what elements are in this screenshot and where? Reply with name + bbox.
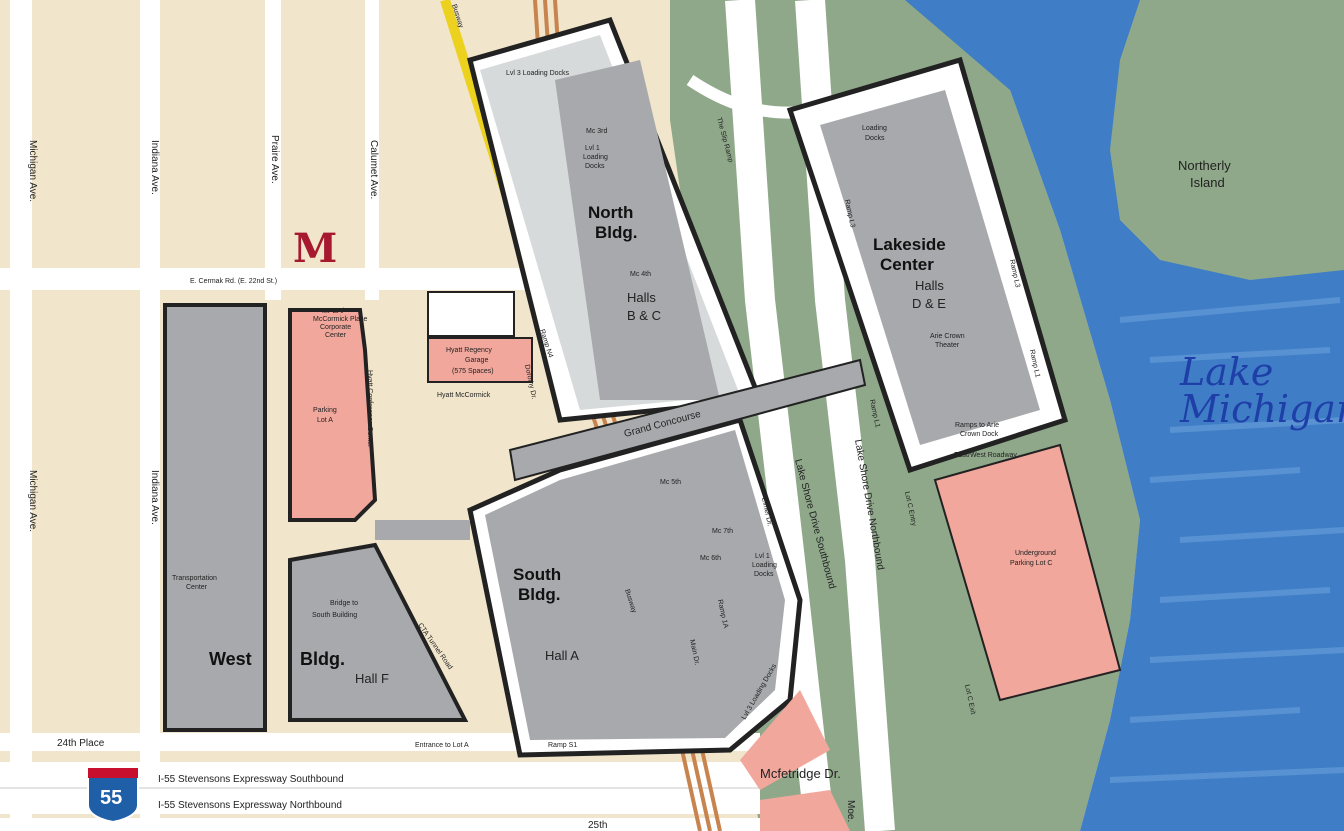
24th-place-label: 24th Place <box>57 738 105 749</box>
south-hall-label: Hall A <box>545 648 579 663</box>
moe-dr-label: Moe. <box>845 800 856 822</box>
ramp-s1-label: Ramp S1 <box>548 742 577 749</box>
hyatt-garage-label-line2: Garage <box>465 357 488 364</box>
hyatt-garage-label-line3: (575 Spaces) <box>452 368 494 375</box>
east-west-roadway-label: East/West Roadway <box>954 452 1017 459</box>
mc-3rd-label: Mc 3rd <box>586 128 608 135</box>
lot-a-label-line2: Lot A <box>317 417 333 424</box>
interstate-shield-icon: 55 <box>87 767 139 824</box>
indiana-ave-north-label: Indiana Ave. <box>149 140 160 195</box>
parking-lot-c <box>933 443 1122 702</box>
lvl1-south-line1: Lvl 1 <box>755 553 770 560</box>
transportation-label-line2: Center <box>186 584 208 591</box>
lake-texture <box>1109 297 1344 783</box>
island-label-line2: Island <box>1190 175 1225 190</box>
arie-crown-label-line2: Theater <box>935 342 960 349</box>
i55-northbound-label: I-55 Stevensons Expressway Northbound <box>158 800 342 811</box>
mcfetridge-dr-label: Mcfetridge Dr. <box>760 766 841 781</box>
lot-c-label-line1: Underground <box>1015 550 1056 557</box>
lakeside-halls-label-line1: Halls <box>915 278 944 293</box>
mpea-label-line1: MPEA/ <box>322 308 344 315</box>
lake-label-line1: Lake <box>1179 350 1273 394</box>
mcfetridge-lot <box>740 690 830 790</box>
transportation-label-line1: Transportation <box>172 575 217 582</box>
25th-label: 25th <box>588 820 607 831</box>
lakeside-docks-line2: Docks <box>865 135 885 142</box>
south-bldg-label-line1: South <box>513 565 561 584</box>
hyatt-garage <box>427 337 533 383</box>
lakeside-halls-label-line2: D & E <box>912 296 946 311</box>
west-bldg-label-word1: West <box>209 649 252 669</box>
bridge-to-south <box>375 520 470 540</box>
hyatt-hotel-block <box>427 291 515 337</box>
lot-c-label-line2: Parking Lot C <box>1010 560 1052 567</box>
parking-lot-a <box>288 308 378 522</box>
northerly-island <box>1110 0 1344 280</box>
west-building <box>163 303 469 732</box>
lakeside-label-line2: Center <box>880 255 934 274</box>
svg-text:55: 55 <box>100 787 122 809</box>
north-bldg-label-line2: Bldg. <box>595 223 638 242</box>
mpea-label-line3: Corporate <box>320 324 351 331</box>
west-hall-label: Hall F <box>355 671 389 686</box>
mc-4th-label: Mc 4th <box>630 271 651 278</box>
hyatt-mccormick-label: Hyatt McCormick <box>437 392 491 399</box>
lot-a-label-line1: Parking <box>313 407 337 414</box>
indiana-ave-south-label: Indiana Ave. <box>149 470 160 525</box>
grand-concourse <box>508 358 867 482</box>
entrance-lot-a-label: Entrance to Lot A <box>415 742 469 749</box>
lvl1-north-line3: Docks <box>585 163 605 170</box>
ramps-arie-label-line1: Ramps to Arie <box>955 422 999 429</box>
north-halls-label-line2: B & C <box>627 308 661 323</box>
michigan-ave-north-label: Michigan Ave. <box>27 140 38 202</box>
lvl1-north-line1: Lvl 1 <box>585 145 600 152</box>
north-halls-label-line1: Halls <box>627 290 656 305</box>
lvl1-south-line2: Loading <box>752 562 777 569</box>
bridge-label-line2: South Building <box>312 612 357 619</box>
lvl1-north-line2: Loading <box>583 154 608 161</box>
lakeside-center <box>786 56 1069 474</box>
hyatt-garage-label-line1: Hyatt Regency <box>446 347 492 354</box>
lakeside-docks-line1: Loading <box>862 125 887 132</box>
north-bldg-label-line1: North <box>588 203 633 222</box>
mpea-label-line2: McCormick Place <box>313 316 368 323</box>
north-building <box>466 16 764 423</box>
west-bldg-label-word2: Bldg. <box>300 649 345 669</box>
mc-7th-label: Mc 7th <box>712 528 733 535</box>
arie-crown-label-line1: Arie Crown <box>930 333 965 340</box>
calumet-ave-label: Calumet Ave. <box>368 140 379 199</box>
lvl3-top-label: Lvl 3 Loading Docks <box>506 70 570 77</box>
moe-lot <box>760 790 850 831</box>
mc-5th-label: Mc 5th <box>660 479 681 486</box>
mpea-label-line4: Center <box>325 332 347 339</box>
south-bldg-label-line2: Bldg. <box>518 585 561 604</box>
michigan-ave-south-label: Michigan Ave. <box>27 470 38 532</box>
mc-6th-label: Mc 6th <box>700 555 721 562</box>
cermak-rd-label: E. Cermak Rd. (E. 22nd St.) <box>190 278 277 285</box>
lake-label-line2: Michigan <box>1179 387 1344 431</box>
i55-southbound-label: I-55 Stevensons Expressway Southbound <box>158 774 344 785</box>
marriott-logo-icon: M <box>293 225 337 272</box>
prairie-ave-label: Praire Ave. <box>269 135 280 184</box>
ramps-arie-label-line2: Crown Dock <box>960 431 999 438</box>
bridge-label-line1: Bridge to <box>330 600 358 607</box>
lvl1-south-line3: Docks <box>754 571 774 578</box>
south-building <box>467 416 803 758</box>
island-label-line1: Northerly <box>1178 158 1231 173</box>
lakeside-label-line1: Lakeside <box>873 235 946 254</box>
hyatt-conference-label: Hyatt Conference Center <box>366 370 373 448</box>
